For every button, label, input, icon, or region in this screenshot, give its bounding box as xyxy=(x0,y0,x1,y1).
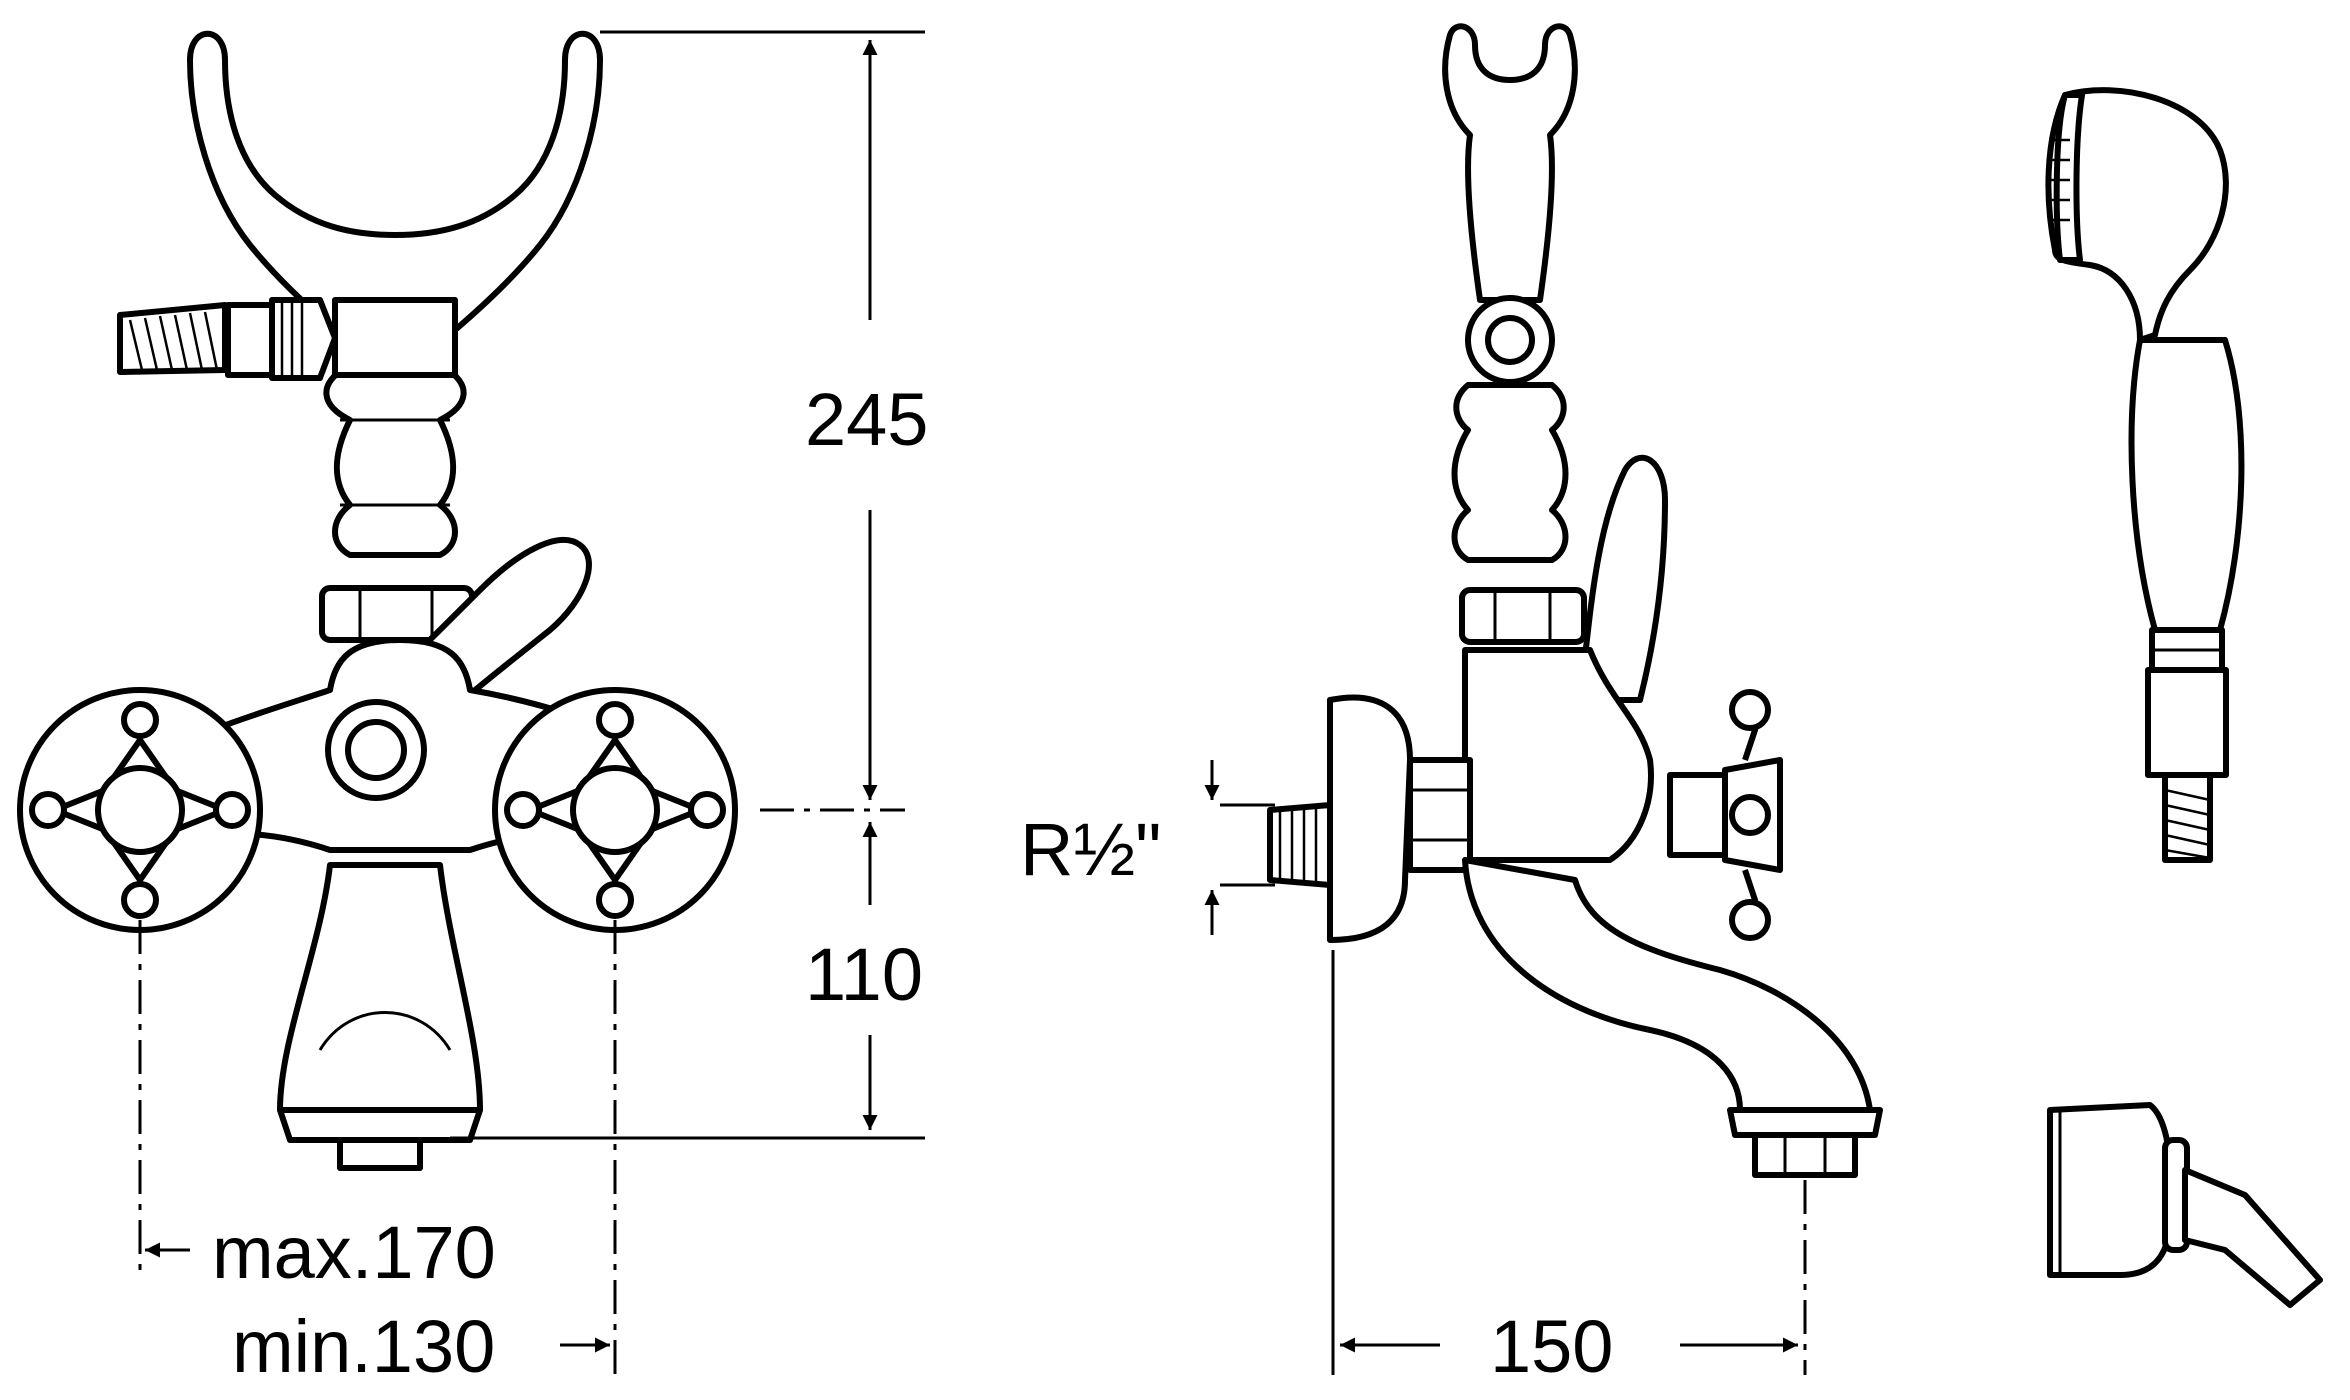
aerator xyxy=(337,1137,423,1171)
shower-head xyxy=(2045,87,2229,343)
dim-min-label: min.130 xyxy=(232,1305,495,1388)
bracket-plate xyxy=(2047,1102,2175,1278)
hand-shower xyxy=(2045,87,2245,863)
dim-110-label: 110 xyxy=(805,933,923,1016)
side-hex-nut xyxy=(1459,587,1587,645)
dim-245-label: 245 xyxy=(805,378,928,461)
dim-max-label: max.170 xyxy=(212,1211,496,1294)
side-lever xyxy=(1577,454,1668,703)
thread-label: R½" xyxy=(1020,808,1161,891)
wall-flange xyxy=(1327,694,1413,943)
bracket-arm xyxy=(2182,1167,2323,1308)
side-column xyxy=(1451,382,1569,563)
shower-hose xyxy=(2162,772,2213,863)
side-aerator xyxy=(1752,1132,1858,1178)
front-view xyxy=(17,30,738,1171)
side-body xyxy=(1462,647,1654,863)
side-spout xyxy=(1462,857,1873,1113)
left-cross-handle xyxy=(29,701,251,919)
dim-150-label: 150 xyxy=(1490,1305,1613,1388)
right-cross-handle xyxy=(504,701,726,919)
wall-bracket xyxy=(2047,1102,2323,1308)
shower-handle xyxy=(2128,337,2245,633)
shower-hose-nut xyxy=(2145,667,2229,778)
front-dimension-lines xyxy=(138,30,925,1375)
spout xyxy=(277,862,483,1128)
side-valve-handle xyxy=(1667,689,1783,941)
hose xyxy=(117,297,338,381)
column-collar xyxy=(332,297,458,378)
side-hook xyxy=(1442,23,1578,303)
shower-hook xyxy=(187,30,603,333)
side-view xyxy=(1267,23,1883,1178)
side-dimension-lines xyxy=(1204,760,1807,1375)
eccentric-connector xyxy=(1407,757,1473,873)
